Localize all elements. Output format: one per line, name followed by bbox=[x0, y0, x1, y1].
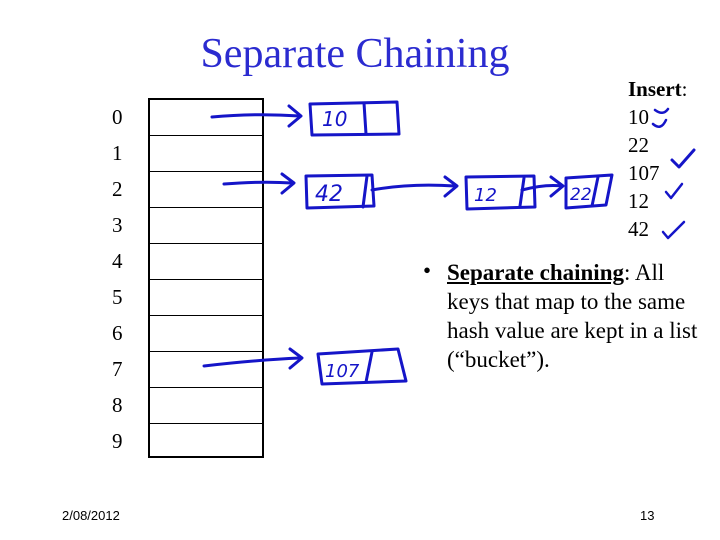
table-row bbox=[150, 208, 262, 244]
hash-table bbox=[148, 98, 264, 458]
node-key-107: 107 bbox=[325, 361, 360, 382]
checkmark-icon bbox=[670, 148, 696, 169]
arrow-head bbox=[287, 104, 303, 128]
index-label: 4 bbox=[112, 249, 123, 273]
arrow-head bbox=[280, 172, 296, 195]
table-row bbox=[150, 244, 262, 280]
node-box bbox=[464, 174, 537, 211]
node-divider bbox=[590, 175, 600, 208]
bullet-body: All keys that map to the same hash value… bbox=[447, 260, 698, 372]
node-divider bbox=[518, 176, 526, 208]
pointer-arrow bbox=[202, 356, 302, 368]
table-row bbox=[150, 388, 262, 424]
node-key-12: 12 bbox=[474, 185, 497, 206]
checkmark-icon bbox=[661, 220, 686, 240]
arrow-head bbox=[549, 175, 565, 198]
index-label: 7 bbox=[112, 357, 123, 381]
insert-key: 12 bbox=[628, 189, 649, 213]
table-row bbox=[150, 136, 262, 172]
pointer-arrow bbox=[210, 113, 302, 119]
insert-list: Insert: 10 22 107 12 42 bbox=[628, 75, 688, 243]
checkmark-icon bbox=[664, 182, 684, 200]
bullet-text: Separate chaining: All keys that map to … bbox=[447, 258, 709, 374]
insert-heading: Insert: bbox=[628, 75, 688, 103]
node-divider bbox=[361, 174, 369, 209]
insert-key: 10 bbox=[628, 105, 649, 129]
arrow-head bbox=[443, 175, 459, 198]
node-box bbox=[304, 173, 376, 210]
table-row bbox=[150, 280, 262, 316]
index-label: 6 bbox=[112, 321, 123, 345]
bullet-heading: Separate chaining bbox=[447, 260, 624, 285]
table-row bbox=[150, 172, 262, 208]
node-divider bbox=[364, 350, 374, 384]
slide-title: Separate Chaining bbox=[200, 31, 510, 77]
index-label: 8 bbox=[112, 393, 123, 417]
bullet-heading-suffix: : bbox=[623, 260, 631, 285]
table-row bbox=[150, 316, 262, 352]
insert-key: 42 bbox=[628, 217, 649, 241]
checkmark-icon bbox=[651, 118, 668, 128]
node-divider bbox=[362, 101, 368, 136]
table-row bbox=[150, 352, 262, 388]
node-key-42: 42 bbox=[315, 182, 343, 207]
insert-title: Insert bbox=[628, 77, 682, 101]
pointer-arrow bbox=[222, 180, 294, 186]
checkmark-icon bbox=[653, 107, 670, 114]
insert-colon: : bbox=[681, 77, 688, 101]
node-box bbox=[564, 173, 614, 210]
insert-key: 22 bbox=[628, 133, 649, 157]
node-key-22: 22 bbox=[570, 185, 592, 205]
footer-date: 2/08/2012 bbox=[62, 508, 120, 523]
index-label: 0 bbox=[112, 105, 123, 129]
index-label: 9 bbox=[112, 429, 123, 453]
next-pointer-arrow bbox=[370, 183, 457, 192]
arrow-head bbox=[288, 347, 304, 370]
next-pointer-arrow bbox=[520, 184, 564, 192]
index-label: 2 bbox=[112, 177, 123, 201]
index-label: 1 bbox=[112, 141, 123, 165]
index-label: 5 bbox=[112, 285, 123, 309]
insert-key: 107 bbox=[628, 161, 660, 185]
bullet-marker: • bbox=[423, 258, 432, 283]
table-row bbox=[150, 100, 262, 136]
page-number: 13 bbox=[640, 508, 655, 523]
node-box bbox=[308, 100, 401, 137]
index-label: 3 bbox=[112, 213, 123, 237]
node-key-10: 10 bbox=[322, 107, 347, 131]
